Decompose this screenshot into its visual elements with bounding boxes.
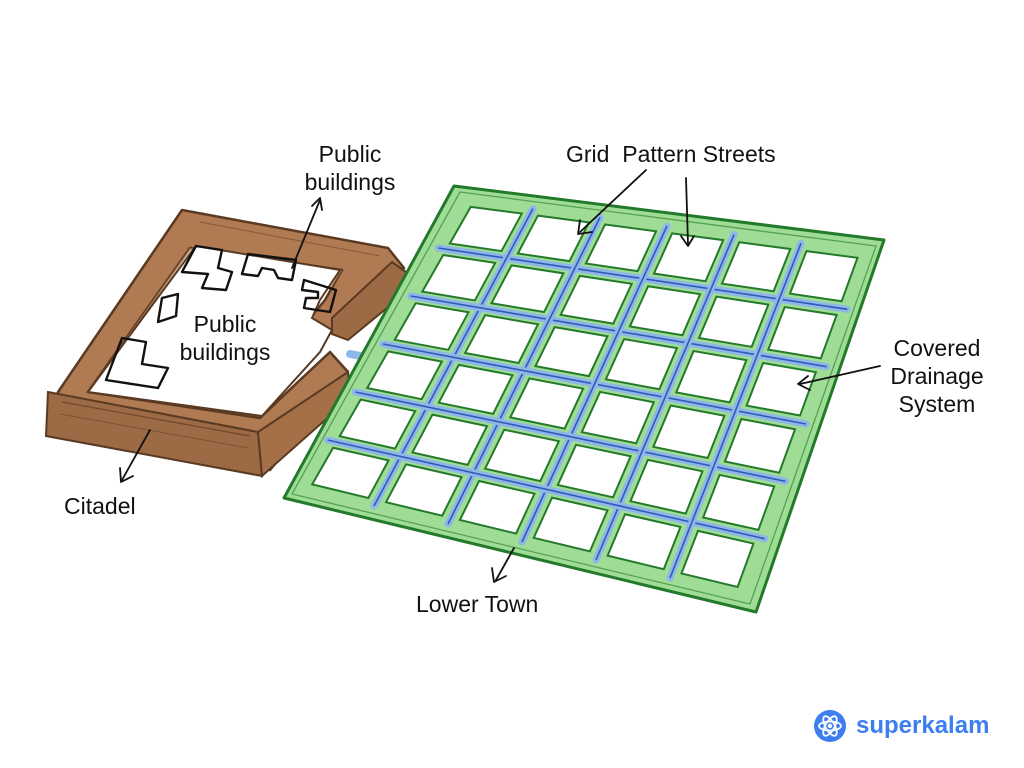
city-block	[651, 404, 726, 460]
brand-logo: superkalam	[812, 710, 989, 742]
city-blocks	[310, 205, 859, 589]
city-block	[723, 417, 797, 474]
label-grid-streets: Grid Pattern Streets	[566, 141, 776, 167]
drain-channel	[669, 243, 802, 579]
arrow-grid-streets-right	[680, 177, 695, 247]
label-line: System	[898, 391, 976, 417]
city-block	[720, 241, 792, 293]
city-block	[463, 314, 540, 365]
label-line: buildings	[179, 339, 271, 365]
city-block	[606, 513, 682, 571]
arrow-lower-town	[491, 547, 515, 583]
citadel-buildings	[104, 244, 338, 390]
label-public-buildings-inner: Public buildings	[160, 310, 290, 366]
label-line: Public	[318, 141, 382, 167]
label-public-buildings-top: Public buildings	[300, 140, 400, 196]
city-block	[697, 295, 770, 348]
label-lower-town: Lower Town	[416, 591, 539, 617]
label-line: buildings	[304, 169, 396, 195]
city-block	[580, 390, 656, 445]
atom-icon	[814, 710, 846, 742]
city-block	[338, 398, 417, 450]
city-block	[483, 428, 561, 483]
lower-town	[282, 184, 886, 614]
city-block	[680, 529, 755, 589]
label-line: Drainage	[890, 363, 984, 389]
city-block	[629, 458, 704, 515]
arrow-citadel	[119, 429, 151, 483]
citadel-wall	[44, 208, 408, 479]
arrow-grid-streets-left	[577, 169, 647, 235]
city-block	[534, 326, 609, 378]
city-block	[384, 463, 464, 517]
arrow-public-buildings-top	[291, 197, 323, 269]
city-block	[674, 349, 748, 404]
city-block	[556, 443, 633, 499]
label-line: Public	[193, 311, 257, 337]
city-block	[516, 214, 591, 263]
city-block	[310, 446, 391, 500]
city-block	[508, 377, 585, 430]
annotation-arrows	[119, 169, 881, 583]
city-block	[584, 223, 658, 273]
city-block	[652, 232, 725, 283]
label-line: Covered	[893, 335, 981, 361]
grid-streets	[324, 205, 851, 582]
city-block	[393, 302, 471, 351]
label-citadel: Citadel	[64, 493, 136, 519]
city-block	[788, 249, 859, 303]
city-block	[448, 205, 524, 253]
city-block	[437, 363, 514, 416]
city-block	[420, 253, 497, 302]
label-drainage: Covered Drainage System	[878, 334, 996, 418]
city-block	[458, 479, 536, 535]
city-block	[532, 496, 609, 553]
arrow-drainage	[797, 365, 881, 391]
city-block	[701, 473, 776, 532]
city-block	[489, 264, 565, 314]
city-block	[766, 305, 839, 360]
brand-name: superkalam	[856, 712, 990, 739]
city-block	[559, 274, 634, 325]
city-block	[365, 350, 444, 401]
city-block	[745, 361, 818, 417]
city-block	[604, 337, 679, 391]
city-block	[410, 413, 489, 466]
city-block	[628, 285, 702, 337]
